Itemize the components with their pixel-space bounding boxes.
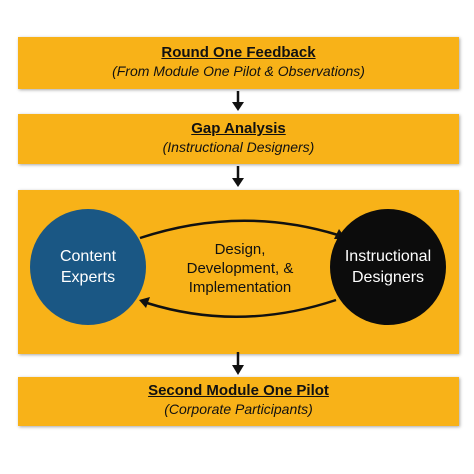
design-development-implementation-label: Design, Development, & Implementation [160,240,320,297]
content-experts-line-2: Experts [60,269,116,286]
down-arrow-2 [232,166,244,187]
gap-analysis-box: Gap Analysis (Instructional Designers) [18,114,459,164]
instructional-designers-line-2: Designers [351,269,425,286]
instructional-designers-line-1: Instructional [344,248,432,265]
bottom-arrowhead [139,297,150,308]
gap-analysis-subtitle: (Instructional Designers) [162,139,315,155]
round-one-feedback-title: Round One Feedback [161,44,316,61]
second-module-one-pilot-box: Second Module One Pilot (Corporate Parti… [18,377,459,426]
down-arrow-1 [232,91,244,111]
center-line-3: Implementation [188,279,292,296]
center-line-2: Development, & [186,260,294,277]
round-one-feedback-subtitle: (From Module One Pilot & Observations) [112,63,365,79]
top-curved-arrow [139,219,339,240]
instructional-designers-circle: Instructional Designers [330,209,446,325]
content-experts-line-1: Content [59,248,117,265]
round-one-feedback-box: Round One Feedback (From Module One Pilo… [18,37,459,89]
content-experts-circle: Content Experts [30,209,146,325]
second-module-one-pilot-subtitle: (Corporate Participants) [164,401,313,417]
down-arrow-3 [232,352,244,375]
bottom-curved-arrow [146,298,337,318]
second-module-one-pilot-title: Second Module One Pilot [148,382,329,399]
center-line-1: Design, [214,241,266,258]
gap-analysis-title: Gap Analysis [191,120,286,137]
